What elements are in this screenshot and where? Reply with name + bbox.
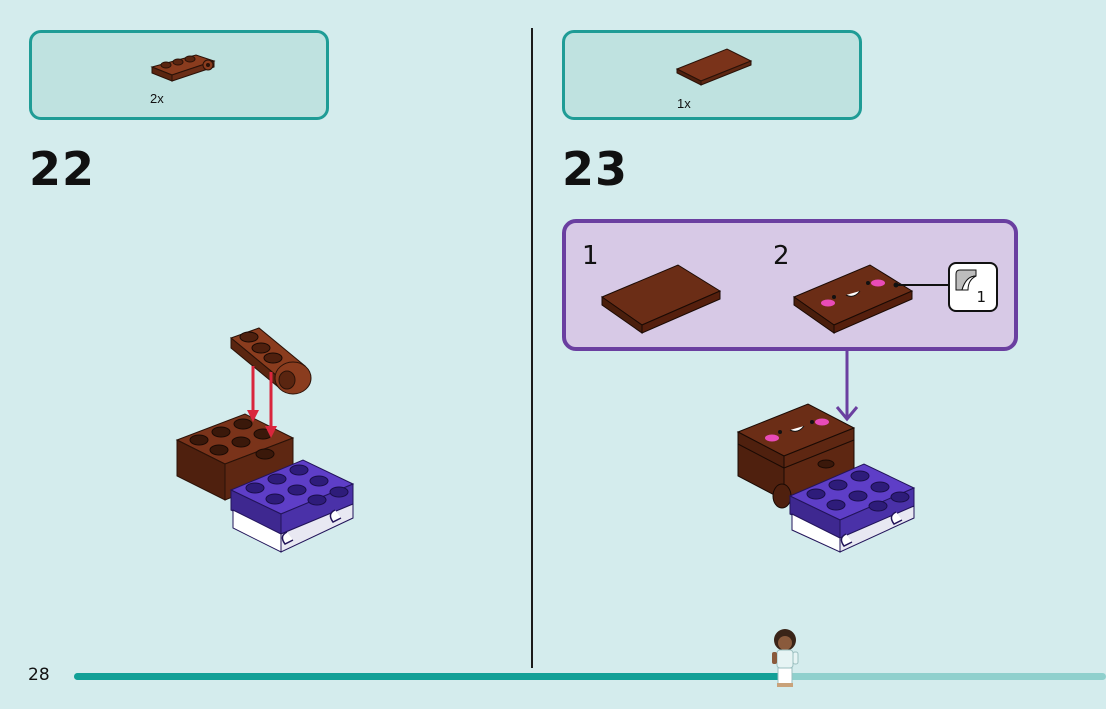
progress-fill: [74, 673, 786, 680]
minifigure-icon: [768, 628, 802, 688]
part-quantity: 2x: [150, 91, 164, 106]
brown-tile: [600, 261, 725, 336]
step-23-illustration: [734, 400, 924, 555]
panel-divider: [531, 28, 533, 668]
sticker-icon: 1: [948, 262, 998, 312]
sticker-number: 1: [976, 288, 986, 306]
step-number: 23: [562, 142, 628, 196]
step-22-panel: 2x 22: [0, 0, 532, 709]
part-brown-tile: [675, 47, 755, 87]
parts-callout: 1x: [562, 30, 862, 120]
decorated-brown-tile: [792, 261, 917, 336]
progress-bar: [74, 673, 1106, 680]
parts-callout: 2x: [29, 30, 329, 120]
subassembly-box: 1 2 1: [562, 219, 1018, 351]
part-quantity: 1x: [677, 96, 691, 111]
step-number: 22: [29, 142, 95, 196]
substep-number: 2: [773, 241, 790, 271]
substep-number: 1: [582, 241, 599, 271]
page-number: 28: [28, 665, 50, 685]
part-brown-plate-with-hole: [150, 51, 220, 87]
step-22-illustration: [175, 322, 360, 557]
sticker-peel-icon: [954, 268, 978, 292]
step-23-panel: 1x 23 1 2 1: [534, 0, 1106, 709]
sticker-pointer-line: [894, 283, 950, 287]
